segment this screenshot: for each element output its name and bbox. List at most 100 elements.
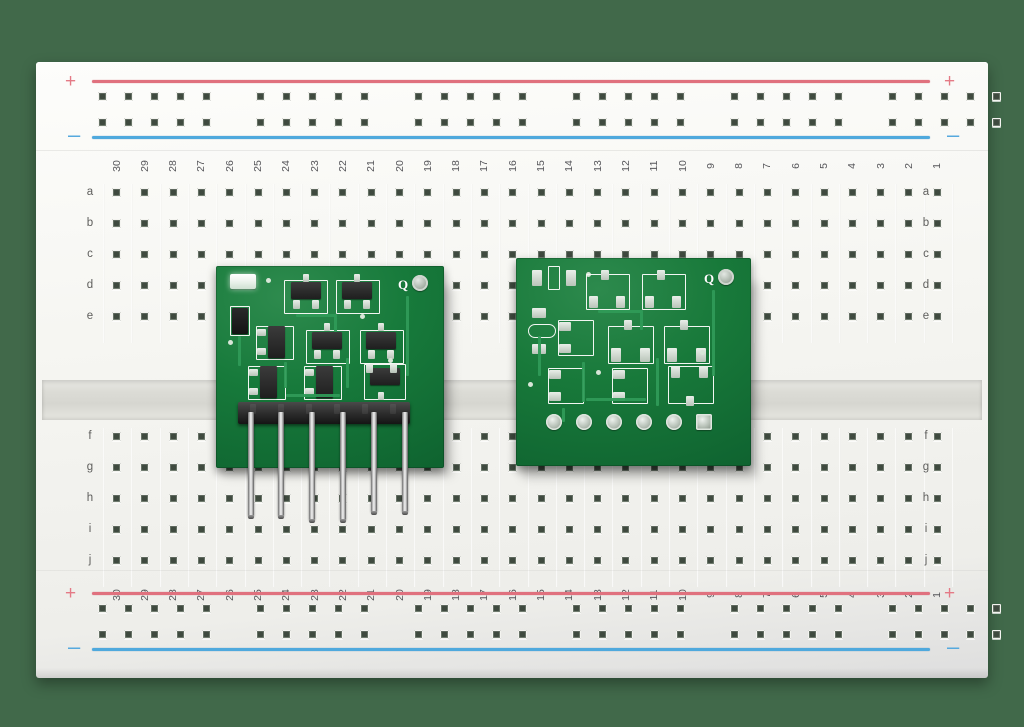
rail-bottom-neg-hole-23[interactable]	[782, 630, 791, 639]
bot-hole-i14[interactable]	[564, 525, 574, 534]
top-hole-e28[interactable]	[168, 312, 178, 321]
top-hole-d29[interactable]	[140, 281, 150, 290]
top-hole-a8[interactable]	[734, 188, 744, 197]
rail-top-pos-hole-3[interactable]	[150, 92, 159, 101]
bot-hole-i23[interactable]	[310, 525, 320, 534]
top-hole-b21[interactable]	[366, 219, 376, 228]
bot-hole-g11[interactable]	[649, 463, 659, 472]
rail-top-pos-hole-5[interactable]	[202, 92, 211, 101]
bot-hole-h2[interactable]	[904, 494, 914, 503]
bot-hole-h7[interactable]	[762, 494, 772, 503]
rail-bottom-pos-hole-12[interactable]	[440, 604, 449, 613]
top-hole-b14[interactable]	[564, 219, 574, 228]
rail-top-neg-hole-25[interactable]	[834, 118, 843, 127]
top-hole-c14[interactable]	[564, 250, 574, 259]
bot-hole-h3[interactable]	[876, 494, 886, 503]
top-hole-e30[interactable]	[112, 312, 121, 321]
top-hole-b16[interactable]	[508, 219, 518, 228]
rail-top-pos-hole-11[interactable]	[414, 92, 423, 101]
rail-top-pos-hole-4[interactable]	[176, 92, 185, 101]
top-hole-a22[interactable]	[338, 188, 348, 197]
bot-hole-f29[interactable]	[140, 432, 150, 441]
pcb-module-left[interactable]: Q	[216, 266, 444, 523]
bot-hole-f16[interactable]	[508, 432, 518, 441]
rail-top-pos-hole-8[interactable]	[308, 92, 317, 101]
bot-hole-g9[interactable]	[706, 463, 716, 472]
rail-top-neg-hole-9[interactable]	[334, 118, 343, 127]
bot-hole-i15[interactable]	[536, 525, 546, 534]
bot-hole-h11[interactable]	[649, 494, 659, 503]
bot-hole-g1[interactable]	[932, 463, 942, 472]
bot-hole-j4[interactable]	[847, 556, 857, 565]
bot-hole-g16[interactable]	[508, 463, 518, 472]
rail-bottom-neg-hole-19[interactable]	[650, 630, 659, 639]
power-rail-top[interactable]: + + – –	[36, 62, 1001, 148]
rail-top-neg-hole-19[interactable]	[650, 118, 659, 127]
bot-hole-h13[interactable]	[593, 494, 603, 503]
rail-bottom-pos-hole-4[interactable]	[176, 604, 185, 613]
rail-bottom-pos-hole-21[interactable]	[730, 604, 739, 613]
bot-hole-h25[interactable]	[253, 494, 263, 503]
rail-top-neg-hole-12[interactable]	[440, 118, 449, 127]
bot-hole-f30[interactable]	[112, 432, 121, 441]
top-hole-b2[interactable]	[904, 219, 914, 228]
rail-top-pos-hole-1[interactable]	[98, 92, 107, 101]
bot-hole-f5[interactable]	[819, 432, 829, 441]
bot-hole-j5[interactable]	[819, 556, 829, 565]
top-hole-b7[interactable]	[762, 219, 772, 228]
bot-hole-i6[interactable]	[791, 525, 801, 534]
rail-bottom-neg-hole-25[interactable]	[834, 630, 843, 639]
rail-top-pos-hole-29[interactable]	[966, 92, 975, 101]
rail-top-neg-hole-6[interactable]	[256, 118, 265, 127]
top-hole-c23[interactable]	[310, 250, 320, 259]
top-hole-d1[interactable]	[932, 281, 942, 290]
bot-hole-i11[interactable]	[649, 525, 659, 534]
top-hole-b8[interactable]	[734, 219, 744, 228]
bot-hole-j24[interactable]	[281, 556, 291, 565]
top-hole-a1[interactable]	[932, 188, 942, 197]
rail-top-pos-hole-19[interactable]	[650, 92, 659, 101]
top-hole-b11[interactable]	[649, 219, 659, 228]
rail-bottom-neg-hole-5[interactable]	[202, 630, 211, 639]
bot-hole-f2[interactable]	[904, 432, 914, 441]
bot-hole-h6[interactable]	[791, 494, 801, 503]
rail-bottom-neg-hole-30[interactable]	[992, 630, 1001, 639]
rail-top-neg-hole-10[interactable]	[360, 118, 369, 127]
bot-hole-i27[interactable]	[196, 525, 206, 534]
top-hole-a11[interactable]	[649, 188, 659, 197]
top-hole-b12[interactable]	[621, 219, 631, 228]
bot-hole-i18[interactable]	[451, 525, 461, 534]
rail-bottom-neg-hole-26[interactable]	[888, 630, 897, 639]
rail-top-neg-hole-11[interactable]	[414, 118, 423, 127]
top-hole-b27[interactable]	[196, 219, 206, 228]
rail-top-pos-hole-27[interactable]	[914, 92, 923, 101]
rail-top-pos-hole-10[interactable]	[360, 92, 369, 101]
bot-hole-i4[interactable]	[847, 525, 857, 534]
bot-hole-h28[interactable]	[168, 494, 178, 503]
top-hole-c4[interactable]	[847, 250, 857, 259]
top-hole-e17[interactable]	[479, 312, 489, 321]
top-hole-c18[interactable]	[451, 250, 461, 259]
bot-hole-f17[interactable]	[479, 432, 489, 441]
bot-hole-j26[interactable]	[225, 556, 235, 565]
rail-bottom-neg-hole-24[interactable]	[808, 630, 817, 639]
bot-hole-i26[interactable]	[225, 525, 235, 534]
rail-top-neg-hole-5[interactable]	[202, 118, 211, 127]
bot-hole-i24[interactable]	[281, 525, 291, 534]
rail-top-neg-hole-24[interactable]	[808, 118, 817, 127]
bot-hole-j1[interactable]	[932, 556, 942, 565]
bot-hole-g6[interactable]	[791, 463, 801, 472]
top-hole-e16[interactable]	[508, 312, 518, 321]
top-hole-d6[interactable]	[791, 281, 801, 290]
bot-hole-i25[interactable]	[253, 525, 263, 534]
rail-bottom-neg-hole-21[interactable]	[730, 630, 739, 639]
top-hole-b30[interactable]	[112, 219, 121, 228]
top-hole-c22[interactable]	[338, 250, 348, 259]
rail-top-pos-hole-7[interactable]	[282, 92, 291, 101]
bot-hole-i20[interactable]	[395, 525, 404, 534]
rail-top-neg-hole-18[interactable]	[624, 118, 633, 127]
top-hole-c5[interactable]	[819, 250, 829, 259]
top-hole-c15[interactable]	[536, 250, 546, 259]
rail-bottom-pos-hole-6[interactable]	[256, 604, 265, 613]
top-hole-a24[interactable]	[281, 188, 291, 197]
